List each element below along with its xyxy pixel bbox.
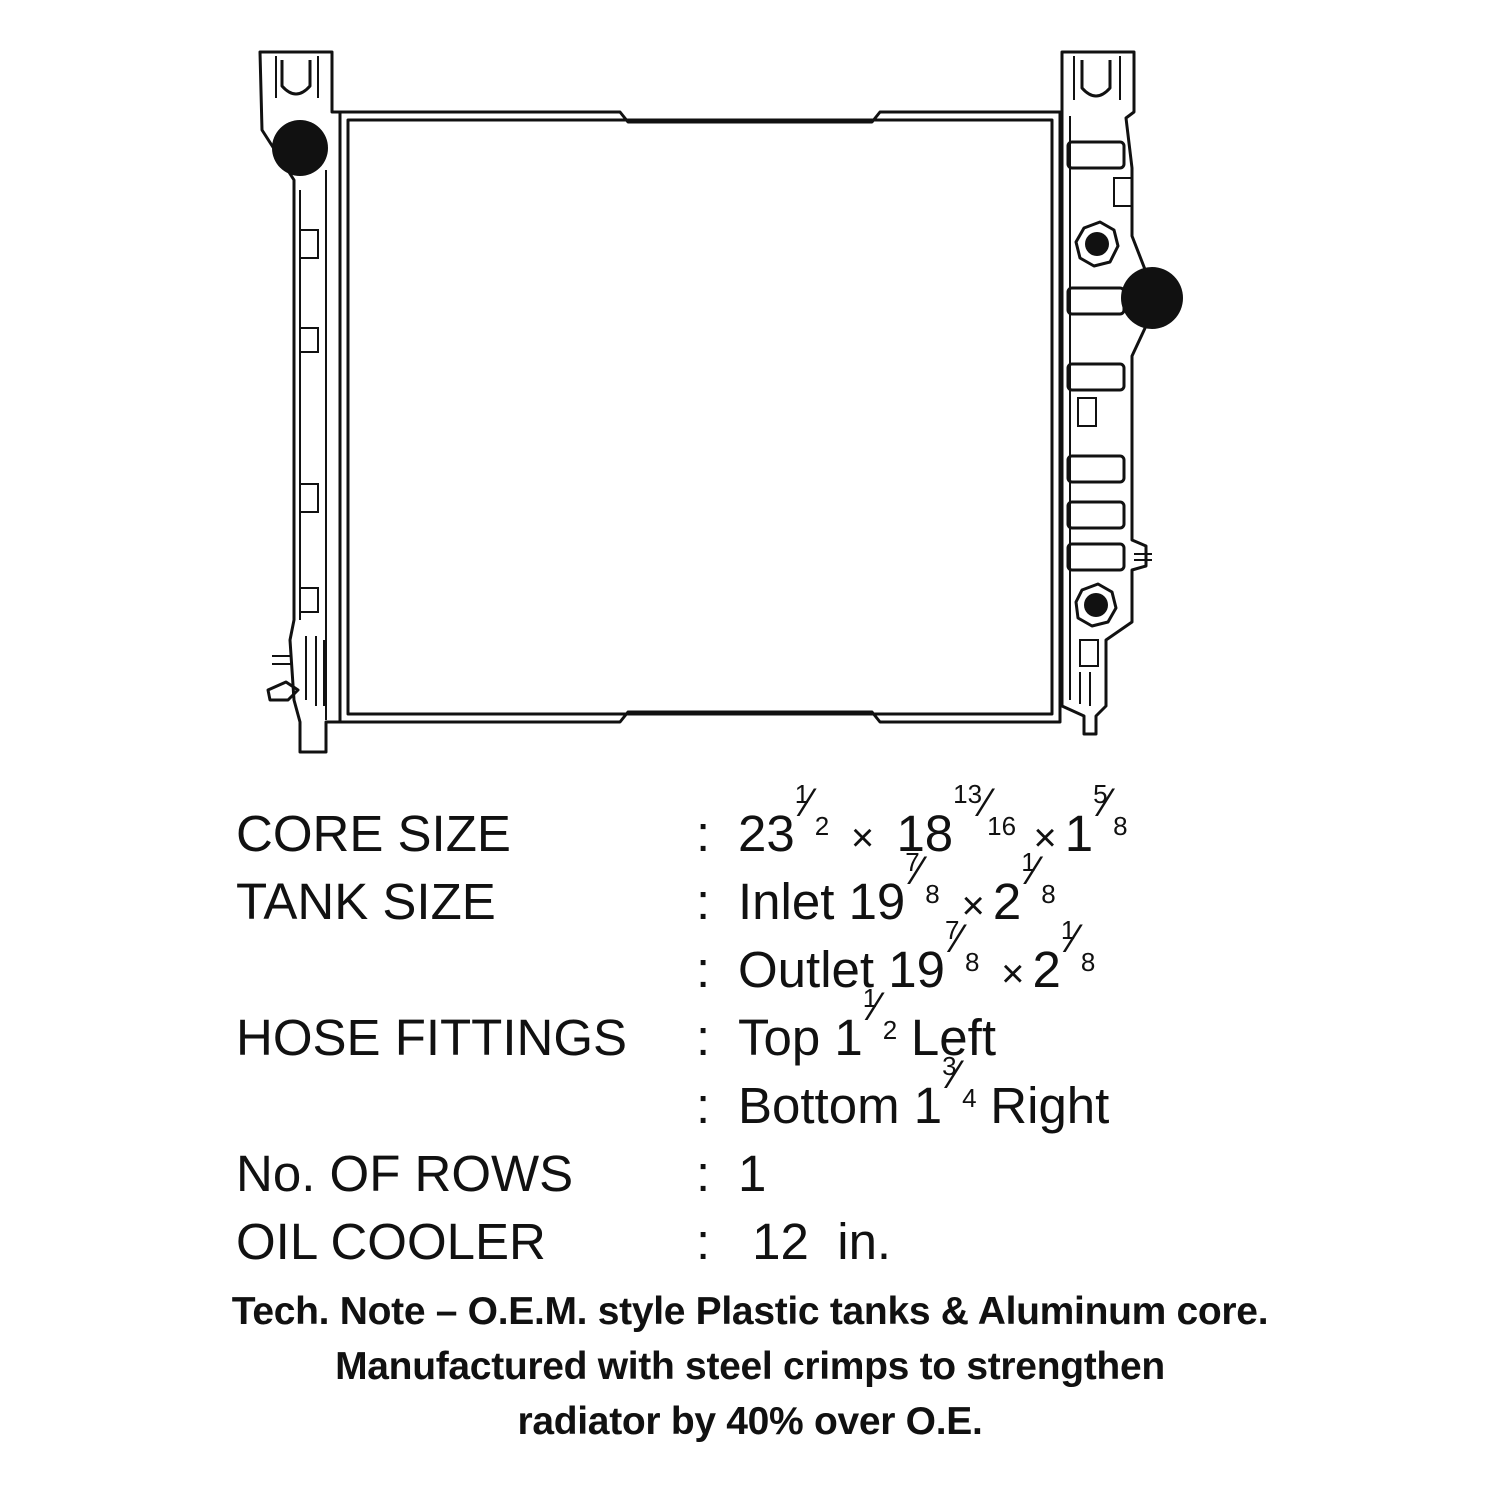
core-depth-whole: 1	[1064, 805, 1094, 862]
top-hose-fitting-left	[272, 120, 328, 176]
core-size-label: CORE SIZE	[236, 805, 511, 862]
times-sign: ×	[1001, 952, 1025, 996]
colon: :	[696, 941, 711, 998]
tank-size-label: TANK SIZE	[236, 873, 496, 930]
oil-cooler-value: 12 in.	[738, 1213, 892, 1270]
radiator-core	[338, 110, 1062, 724]
core-width-fraction: 1⁄2	[794, 779, 830, 841]
hose-bottom-text: Bottom 1	[738, 1077, 943, 1134]
core-height-whole: 18	[896, 805, 954, 862]
tech-note-line-1: Tech. Note – O.E.M. style Plastic tanks …	[231, 1290, 1269, 1333]
rows-label: No. OF ROWS	[236, 1145, 574, 1202]
colon: :	[696, 1213, 711, 1270]
tank-inlet-depth-whole: 2	[992, 873, 1022, 930]
right-tank	[1060, 50, 1152, 736]
tank-outlet-depth-whole: 2	[1032, 941, 1061, 998]
tank-outlet-depth-fraction: 1⁄8	[1060, 915, 1096, 977]
tech-note-line-3: radiator by 40% over O.E.	[517, 1400, 983, 1443]
times-sign: ×	[850, 816, 875, 860]
frac-num: 13	[953, 779, 983, 809]
frac-num: 5	[1093, 779, 1108, 809]
tech-note: Tech. Note – O.E.M. style Plastic tanks …	[0, 1284, 1500, 1449]
times-sign: ×	[961, 884, 985, 928]
hose-top-side: Left	[896, 1009, 997, 1066]
colon: :	[696, 873, 711, 930]
hose-bottom-fraction: 3⁄4	[942, 1051, 977, 1113]
tank-inlet-depth-fraction: 1⁄8	[1021, 847, 1056, 909]
core-width-whole: 23	[738, 805, 795, 862]
times-sign: ×	[1033, 816, 1057, 860]
colon: :	[696, 1145, 711, 1202]
frac-den: 4	[962, 1083, 977, 1113]
core-depth-fraction: 5⁄8	[1093, 779, 1128, 841]
colon: :	[696, 805, 711, 862]
frac-num: 1	[794, 779, 810, 809]
frac-den: 8	[925, 879, 940, 909]
tank-inlet-fraction: 7⁄8	[905, 847, 940, 909]
radiator-diagram	[258, 50, 1183, 754]
frac-den: 2	[814, 811, 830, 841]
frac-den: 8	[964, 947, 980, 977]
frac-den: 2	[882, 1015, 898, 1045]
hose-top-fraction: 1⁄2	[862, 983, 898, 1045]
rows-value: 1	[738, 1145, 767, 1202]
frac-den: 8	[1113, 811, 1128, 841]
frac-num: 3	[942, 1051, 957, 1081]
spec-row-oil-cooler: OIL COOLER : 12 in.	[236, 1208, 1336, 1276]
left-tank	[258, 50, 342, 754]
frac-den: 16	[987, 811, 1017, 841]
tank-outlet-text: Outlet 19	[738, 941, 945, 998]
tech-note-line-2: Manufactured with steel crimps to streng…	[335, 1345, 1165, 1388]
tank-inlet-text: Inlet 19	[738, 873, 906, 930]
bottom-hose-fitting-right	[1121, 267, 1183, 329]
core-height-fraction: 13⁄16	[953, 779, 1017, 841]
hose-bottom-side: Right	[976, 1077, 1110, 1134]
frac-den: 8	[1080, 947, 1096, 977]
frac-den: 8	[1041, 879, 1056, 909]
frac-num: 7	[905, 847, 920, 877]
tank-outlet-fraction: 7⁄8	[944, 915, 980, 977]
frac-num: 7	[944, 915, 960, 945]
frac-num: 1	[1060, 915, 1076, 945]
hose-top-text: Top 1	[738, 1009, 863, 1066]
oil-cooler-label: OIL COOLER	[236, 1213, 546, 1270]
radiator-core-inner	[346, 118, 1054, 716]
frac-num: 1	[862, 983, 878, 1013]
colon: :	[696, 1077, 711, 1134]
frac-num: 1	[1021, 847, 1036, 877]
spec-row-rows: No. OF ROWS : 1	[236, 1140, 1336, 1208]
colon: :	[696, 1009, 711, 1066]
hose-fittings-label: HOSE FITTINGS	[236, 1009, 628, 1066]
